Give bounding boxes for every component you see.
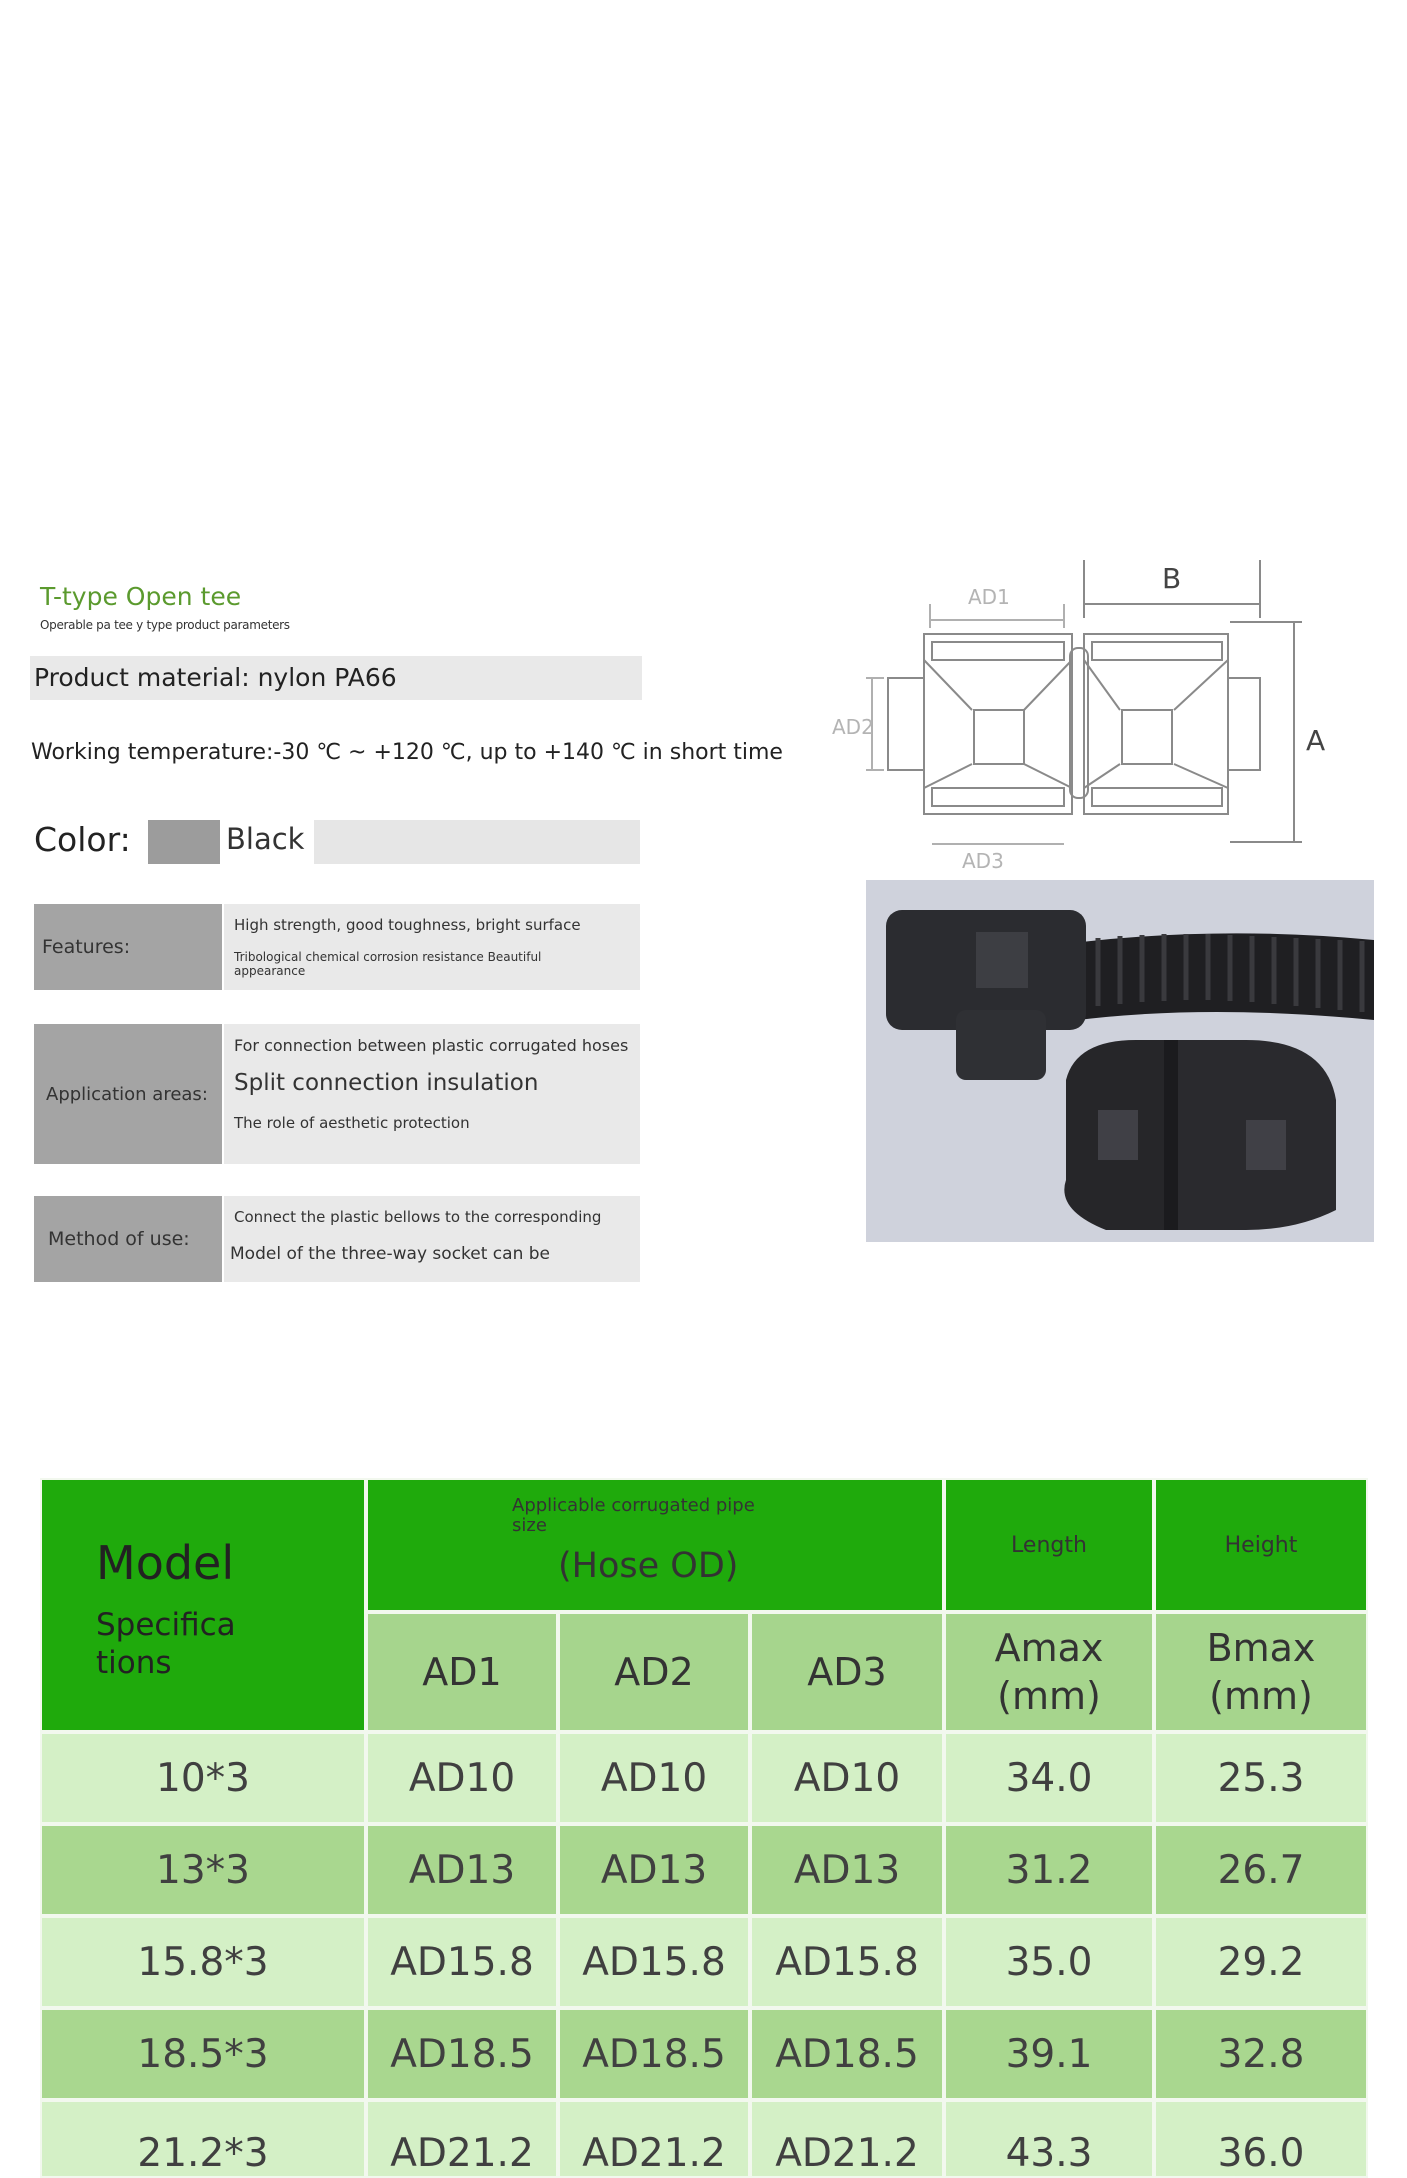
table-cell-amax: 35.0 xyxy=(944,1916,1154,2008)
application-label: Application areas: xyxy=(34,1024,222,1164)
table-cell-ad1: AD15.8 xyxy=(366,1916,558,2008)
table-cell-amax: 34.0 xyxy=(944,1732,1154,1824)
table-cell-ad3: AD13 xyxy=(750,1824,944,1916)
dim-label-ad3: AD3 xyxy=(962,849,1004,873)
features-block: Features: High strength, good toughness,… xyxy=(34,904,640,990)
product-title: T-type Open tee xyxy=(40,582,242,611)
ad1-header: AD1 xyxy=(366,1612,558,1732)
model-header: Model xyxy=(96,1536,235,1590)
table-cell-model: 21.2*3 xyxy=(40,2100,366,2178)
dim-label-ad1: AD1 xyxy=(968,585,1010,609)
table-cell-ad1: AD21.2 xyxy=(366,2100,558,2178)
color-value: Black xyxy=(226,822,305,856)
table-cell-model: 18.5*3 xyxy=(40,2008,366,2100)
table-cell-bmax: 32.8 xyxy=(1154,2008,1368,2100)
product-subtitle: Operable pa tee y type product parameter… xyxy=(40,618,290,632)
length-header: Length xyxy=(944,1478,1154,1612)
table-cell-model: 15.8*3 xyxy=(40,1916,366,2008)
dim-label-b: B xyxy=(1162,562,1181,595)
table-cell-model: 10*3 xyxy=(40,1732,366,1824)
material-row: Product material: nylon PA66 xyxy=(30,656,642,700)
dim-label-a: A xyxy=(1306,724,1325,757)
table-cell-amax: 31.2 xyxy=(944,1824,1154,1916)
features-body: High strength, good toughness, bright su… xyxy=(224,904,640,990)
model-header-cell: Model Specifica tions xyxy=(40,1478,366,1732)
table-cell-ad2: AD15.8 xyxy=(558,1916,750,2008)
pipe-size-header: Applicable corrugated pipe size xyxy=(512,1495,755,1536)
height-header: Height xyxy=(1154,1478,1368,1612)
table-cell-amax: 43.3 xyxy=(944,2100,1154,2178)
pipe-size-header-cell: Applicable corrugated pipe size (Hose OD… xyxy=(366,1478,944,1612)
table-cell-ad2: AD10 xyxy=(558,1732,750,1824)
features-label: Features: xyxy=(34,904,222,990)
features-line: Tribological chemical corrosion resistan… xyxy=(234,950,542,978)
application-line: Split connection insulation xyxy=(234,1070,539,1096)
table-cell-bmax: 25.3 xyxy=(1154,1732,1368,1824)
table-cell-bmax: 26.7 xyxy=(1154,1824,1368,1916)
table-cell-model: 13*3 xyxy=(40,1824,366,1916)
table-cell-ad2: AD21.2 xyxy=(558,2100,750,2178)
features-line: High strength, good toughness, bright su… xyxy=(234,916,581,934)
amax-header: Amax (mm) xyxy=(944,1612,1154,1732)
dim-label-ad2: AD2 xyxy=(832,715,874,739)
dimension-diagram: B A AD1 AD2 AD3 xyxy=(832,560,1325,873)
color-bar xyxy=(314,820,640,864)
table-cell-ad3: AD21.2 xyxy=(750,2100,944,2178)
table-cell-bmax: 29.2 xyxy=(1154,1916,1368,2008)
application-block: Application areas: For connection betwee… xyxy=(34,1024,640,1164)
method-body: Connect the plastic bellows to the corre… xyxy=(224,1196,640,1282)
table-cell-ad2: AD18.5 xyxy=(558,2008,750,2100)
table-cell-ad3: AD18.5 xyxy=(750,2008,944,2100)
table-cell-ad3: AD10 xyxy=(750,1732,944,1824)
hose-od-header: (Hose OD) xyxy=(558,1546,739,1586)
method-line: Connect the plastic bellows to the corre… xyxy=(234,1208,602,1226)
table-cell-ad1: AD18.5 xyxy=(366,2008,558,2100)
color-swatch xyxy=(148,820,220,864)
table-cell-ad1: AD13 xyxy=(366,1824,558,1916)
method-label: Method of use: xyxy=(34,1196,222,1282)
table-cell-ad2: AD13 xyxy=(558,1824,750,1916)
table-cell-ad3: AD15.8 xyxy=(750,1916,944,2008)
method-block: Method of use: Connect the plastic bello… xyxy=(34,1196,640,1282)
table-cell-ad1: AD10 xyxy=(366,1732,558,1824)
ad2-header: AD2 xyxy=(558,1612,750,1732)
table-cell-amax: 39.1 xyxy=(944,2008,1154,2100)
spec-table: Model Specifica tions Applicable corruga… xyxy=(40,1478,1368,2178)
temperature-row: Working temperature:-30 ℃ ~ +120 ℃, up t… xyxy=(31,740,783,765)
color-label: Color: xyxy=(34,820,131,859)
ad3-header: AD3 xyxy=(750,1612,944,1732)
product-photo xyxy=(866,880,1374,1242)
application-line: For connection between plastic corrugate… xyxy=(234,1036,629,1055)
method-line: Model of the three-way socket can be xyxy=(230,1244,550,1264)
bmax-header: Bmax (mm) xyxy=(1154,1612,1368,1732)
table-cell-bmax: 36.0 xyxy=(1154,2100,1368,2178)
application-line: The role of aesthetic protection xyxy=(234,1114,470,1132)
application-body: For connection between plastic corrugate… xyxy=(224,1024,640,1164)
spec-header: Specifica tions xyxy=(96,1607,236,1681)
